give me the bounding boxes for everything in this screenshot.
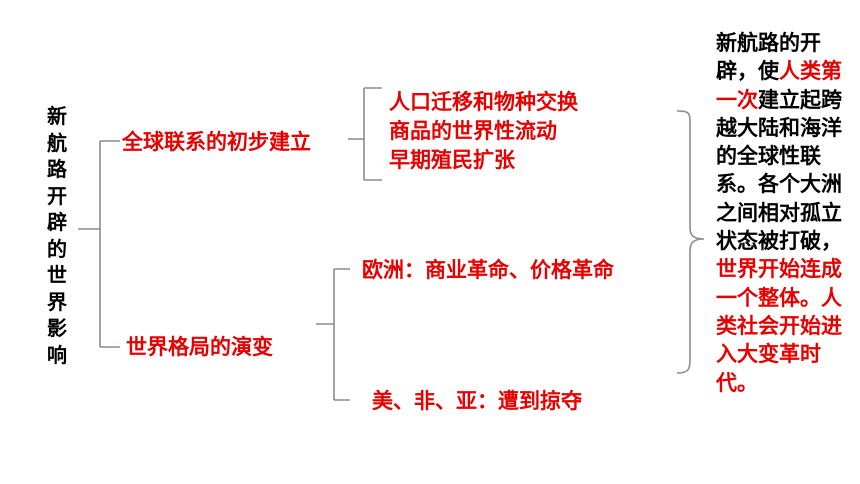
root-connector: [78, 140, 120, 348]
leaf-colonial-expansion: 早期殖民扩张: [389, 148, 515, 172]
summary-segment: 新航路的开辟，使: [716, 31, 821, 84]
branch2-connector: [316, 268, 350, 401]
leaf-migration-exchange: 人口迁移和物种交换: [389, 90, 578, 114]
summary-segment: 建立起跨越大陆和海洋的全球性联系。各个大洲之间相对孤立状态被打破，: [716, 87, 842, 254]
branch-global-connection: 全球联系的初步建立: [122, 130, 311, 154]
summary-text: 新航路的开辟，使人类第一次建立起跨越大陆和海洋的全球性联系。各个大洲之间相对孤立…: [716, 29, 856, 397]
branch1-connector: [348, 87, 382, 181]
summary-segment-highlight: 世界开始连成一个整体。人类社会开始进入大变革时代。: [716, 257, 842, 395]
branch-world-pattern: 世界格局的演变: [126, 335, 273, 359]
root-node: 新航路开辟的世界影响: [47, 104, 67, 367]
leaf-europe-revolution: 欧洲：商业革命、价格革命: [362, 258, 614, 282]
summary-segment-highlight: 人类第一次: [716, 59, 842, 112]
leaf-plunder: 美、非、亚：遭到掠夺: [372, 389, 582, 413]
leaf-commodity-flow: 商品的世界性流动: [389, 119, 557, 143]
summary-brace: [676, 110, 705, 374]
